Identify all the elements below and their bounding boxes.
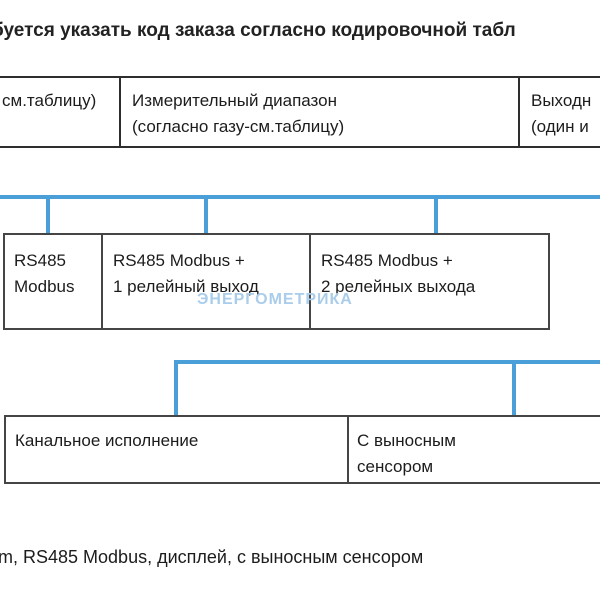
variant-cell-remote: С выносным сенсором: [357, 428, 456, 480]
watermark-text: ЭНЕРГОМЕТРИКА: [197, 291, 353, 308]
output-cell-rs485: RS485 Modbus: [14, 248, 74, 300]
header-row-divider-1: [119, 76, 121, 146]
header-row-divider-2: [518, 76, 520, 146]
variant-cell-remote-line2: сенсором: [357, 457, 434, 476]
header-cell-sensor-text: см.таблицу): [2, 91, 97, 110]
example-code-text: om, RS485 Modbus, дисплей, с выносным се…: [0, 547, 424, 567]
connector-2-drop-2: [512, 360, 516, 417]
header-cell-output: Выходн (один и: [531, 88, 591, 140]
header-cell-output-line1: Выходн: [531, 91, 592, 110]
variant-cell-duct: Канальное исполнение: [15, 428, 198, 454]
header-row: [0, 76, 600, 148]
output-cell-1relay-line1: RS485 Modbus +: [113, 251, 245, 270]
output-cell-2relay-line1: RS485 Modbus +: [321, 251, 453, 270]
header-cell-range: Измерительный диапазон (согласно газу-см…: [132, 88, 344, 140]
connector-line-1: [0, 195, 600, 199]
output-cell-2relay: RS485 Modbus + 2 релейных выхода: [321, 248, 475, 300]
connector-1-drop-1: [46, 195, 50, 235]
header-cell-output-line2: (один и: [531, 117, 589, 136]
connector-1-drop-2: [204, 195, 208, 235]
variant-row: [4, 415, 600, 484]
output-cell-1relay: RS485 Modbus + 1 релейный выход: [113, 248, 259, 300]
variant-cell-duct-text: Канальное исполнение: [15, 431, 199, 450]
header-cell-range-line1: Измерительный диапазон: [132, 91, 337, 110]
page-title: буется указать код заказа согласно кодир…: [0, 20, 516, 41]
output-cell-2relay-line2: 2 релейных выхода: [321, 277, 476, 296]
output-row-divider-2: [309, 235, 311, 328]
variant-row-divider: [347, 417, 349, 482]
output-cell-rs485-line1: RS485: [14, 251, 66, 270]
variant-cell-remote-line1: С выносным: [357, 431, 456, 450]
connector-line-2: [174, 360, 600, 364]
header-cell-sensor: см.таблицу): [2, 88, 96, 114]
connector-1-drop-3: [434, 195, 438, 235]
output-cell-rs485-line2: Modbus: [14, 277, 75, 296]
connector-2-drop-1: [174, 360, 178, 417]
header-cell-range-line2: (согласно газу-см.таблицу): [132, 117, 345, 136]
output-row-divider-1: [101, 235, 103, 328]
output-options-row: [3, 233, 550, 330]
output-cell-1relay-line2: 1 релейный выход: [113, 277, 259, 296]
